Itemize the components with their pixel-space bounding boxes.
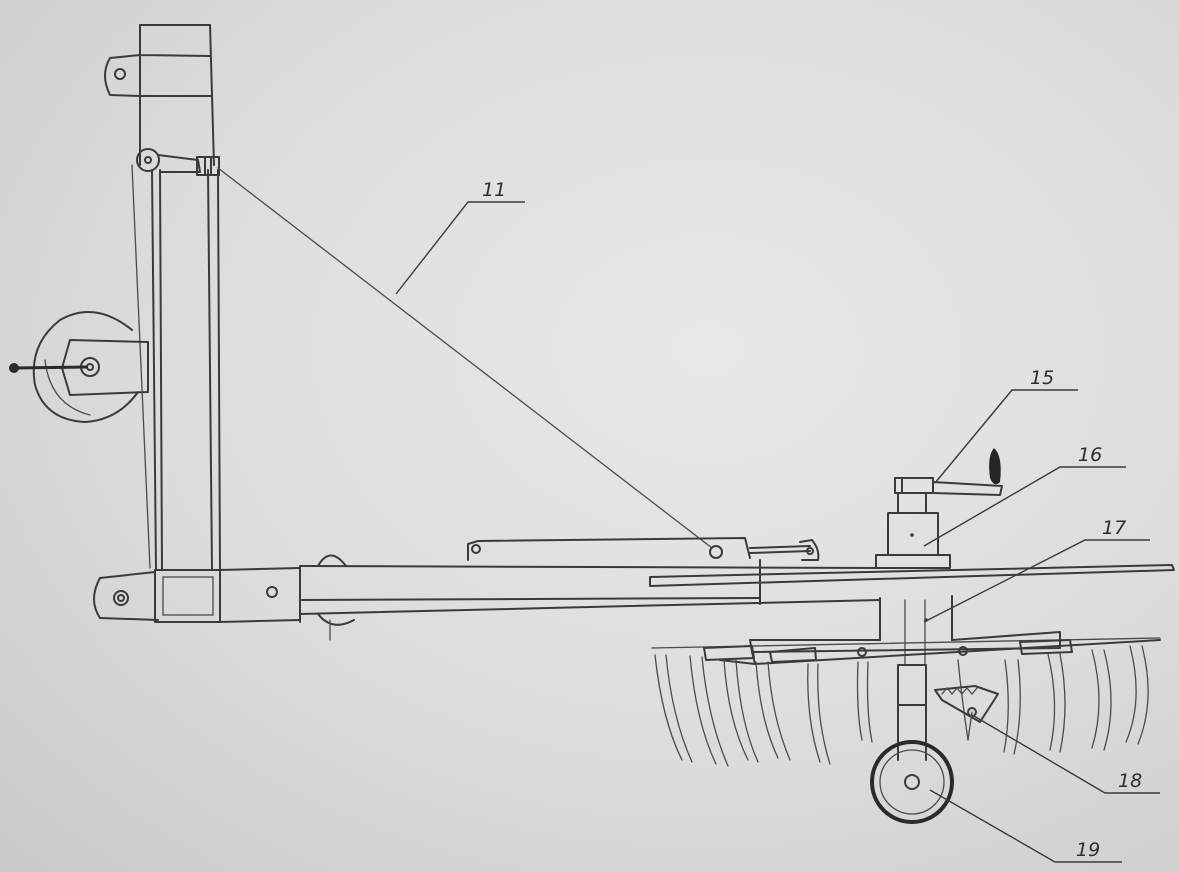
vertical-mast xyxy=(131,24,221,571)
guy-cable xyxy=(217,167,713,549)
crank-housing xyxy=(875,448,1003,569)
spring-mechanism xyxy=(934,685,999,741)
callout-17: 17 xyxy=(1102,517,1126,539)
callout-labels: 11 15 16 17 18 19 xyxy=(482,179,1142,861)
top-bracket xyxy=(104,54,213,97)
callout-18: 18 xyxy=(1118,770,1142,792)
rotor-post xyxy=(719,595,1161,666)
boom-cylinder xyxy=(467,537,820,561)
leader-lines xyxy=(395,201,1160,863)
callout-16: 16 xyxy=(1078,444,1102,466)
callout-15: 15 xyxy=(1030,367,1054,389)
ground-wheel xyxy=(870,664,954,824)
top-pulley xyxy=(136,148,220,176)
rake-tines xyxy=(651,637,1161,767)
side-wheel xyxy=(9,311,149,423)
callout-11: 11 xyxy=(482,179,506,201)
horizontal-boom xyxy=(93,554,1175,641)
callout-19: 19 xyxy=(1076,839,1100,861)
